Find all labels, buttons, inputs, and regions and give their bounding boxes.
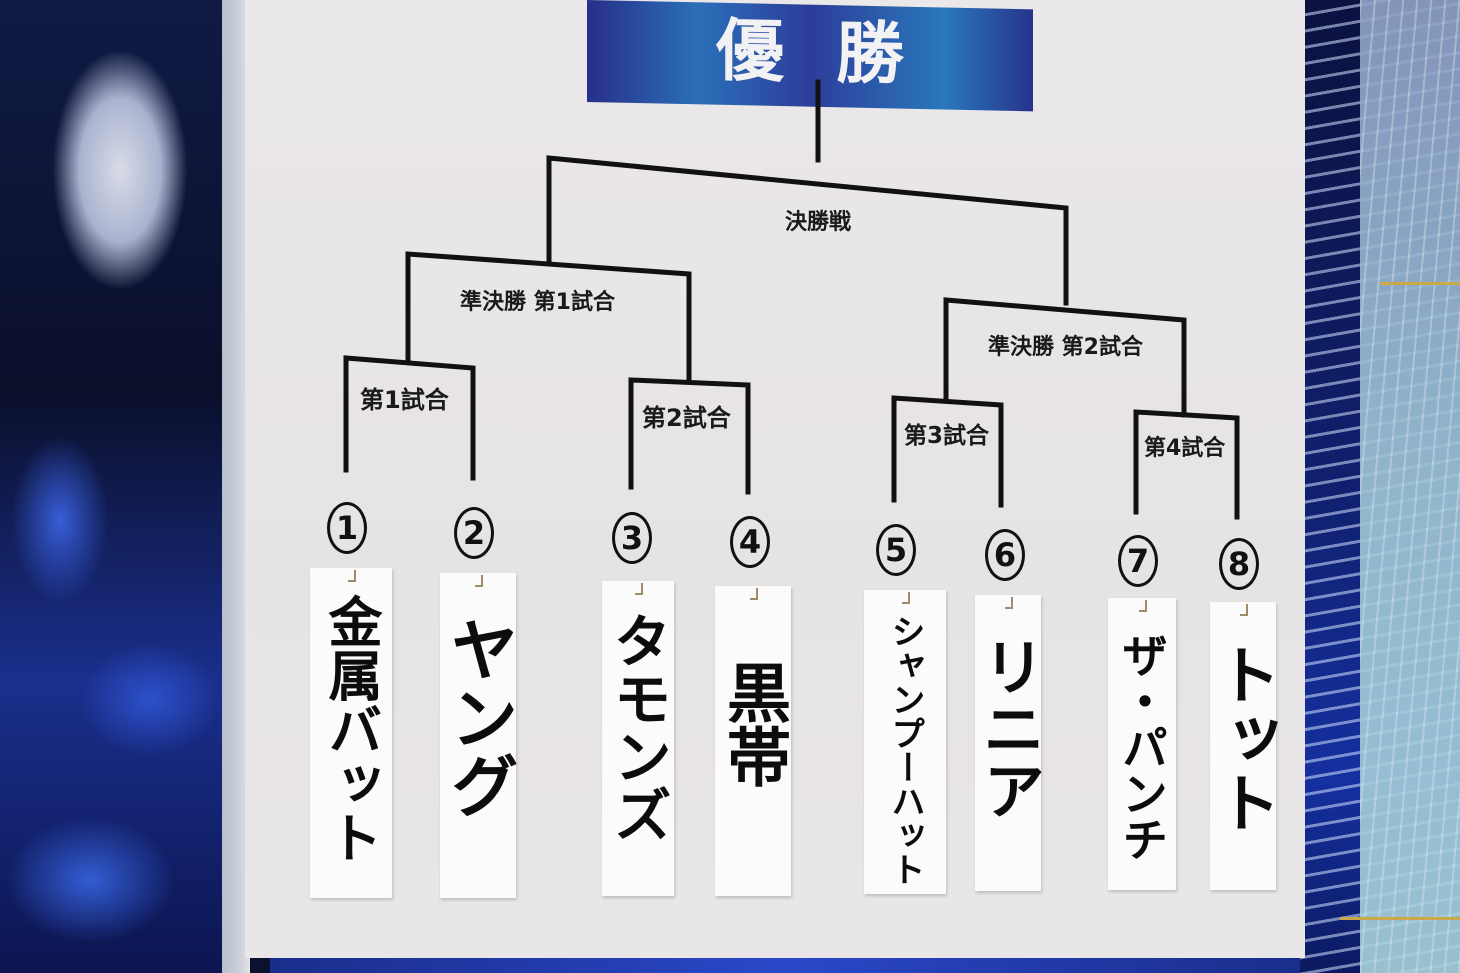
glitter-panel-right bbox=[1360, 0, 1460, 973]
seed-badge-5: 5 bbox=[876, 524, 916, 576]
hook-icon bbox=[1139, 600, 1147, 612]
final-label: 決勝戦 bbox=[785, 210, 852, 235]
entrant-tag-4: 黒帯 bbox=[715, 586, 791, 896]
entrant-name: リニア bbox=[972, 635, 1045, 821]
entrant-name: タモンズ bbox=[604, 611, 672, 843]
entrant-name: 金属バット bbox=[319, 594, 383, 864]
hook-icon bbox=[475, 575, 483, 587]
seed-badge-7: 7 bbox=[1118, 535, 1158, 587]
seed-badge-1: 1 bbox=[327, 502, 367, 554]
entrant-name: 黒帯 bbox=[716, 660, 791, 788]
entrant-name: ヤング bbox=[438, 615, 518, 819]
hook-icon bbox=[902, 592, 910, 604]
seed-badge-6: 6 bbox=[985, 529, 1025, 581]
foil-backdrop-left bbox=[0, 0, 230, 973]
entrant-name: トット bbox=[1206, 642, 1281, 834]
entrant-tag-7: ザ・パンチ bbox=[1108, 598, 1176, 890]
match-1-label: 第1試合 bbox=[360, 386, 449, 414]
seed-badge-4: 4 bbox=[730, 516, 770, 568]
entrant-tag-8: トット bbox=[1206, 602, 1281, 890]
match-3-label: 第3試合 bbox=[904, 423, 990, 449]
entrant-tag-2: ヤング bbox=[438, 573, 518, 898]
gold-trim-bottom bbox=[1340, 917, 1460, 920]
hook-icon bbox=[1005, 597, 1013, 609]
seed-badge-8: 8 bbox=[1219, 538, 1259, 590]
hook-icon bbox=[750, 588, 758, 600]
gold-trim-top bbox=[1380, 282, 1460, 285]
entrant-tag-6: リニア bbox=[972, 595, 1045, 891]
hook-icon bbox=[635, 583, 643, 595]
match-4-label: 第4試合 bbox=[1144, 436, 1226, 461]
entrant-tag-3: タモンズ bbox=[602, 581, 674, 896]
seed-badge-3: 3 bbox=[612, 512, 652, 564]
semifinal-2-label: 準決勝 第2試合 bbox=[988, 335, 1143, 360]
entrant-tag-5: シャンプーハット bbox=[864, 590, 946, 894]
seed-badge-2: 2 bbox=[454, 507, 494, 559]
entrant-name: シャンプーハット bbox=[885, 614, 925, 886]
hook-icon bbox=[348, 570, 356, 582]
entrant-name: ザ・パンチ bbox=[1115, 632, 1169, 862]
semifinal-1-label: 準決勝 第1試合 bbox=[460, 290, 615, 315]
match-2-label: 第2試合 bbox=[642, 404, 731, 432]
hook-icon bbox=[1240, 604, 1248, 616]
entrant-tag-1: 金属バット bbox=[310, 568, 392, 898]
